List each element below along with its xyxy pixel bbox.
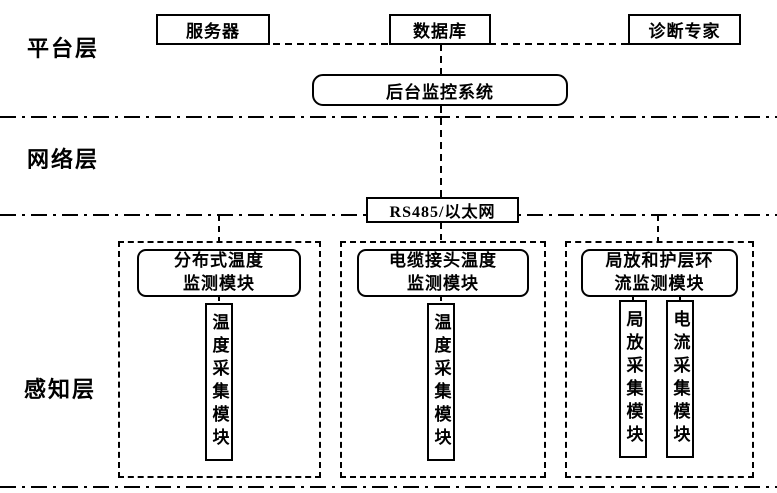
diagnosis-expert-node: 诊断专家 [628,14,741,45]
platform-layer-label: 平台层 [27,36,100,61]
collector-temperature-module-2: 温度采集模块 [427,303,455,461]
server-node: 服务器 [156,14,270,45]
module-title-pd-sheath-current: 局放和护层环 流监测模块 [581,249,738,297]
module-group-pd-sheath-current: 局放和护层环 流监测模块 局放采集模块 电流采集模块 [565,241,754,478]
module-group-cable-joint-temperature: 电缆接头温度 监测模块 温度采集模块 [340,241,546,478]
module-title-distributed-temperature: 分布式温度 监测模块 [137,249,301,297]
collector-current-module: 电流采集模块 [666,300,694,458]
collector-temperature-module-1: 温度采集模块 [205,303,233,461]
module-title-cable-joint-temperature: 电缆接头温度 监测模块 [357,249,529,297]
network-layer-label: 网络层 [27,147,100,172]
module-group-distributed-temperature: 分布式温度 监测模块 温度采集模块 [118,241,321,478]
backend-monitoring-system-node: 后台监控系统 [312,74,568,106]
rs485-ethernet-bus-node: RS485/以太网 [366,197,519,223]
perception-layer-label: 感知层 [24,377,97,402]
collector-partial-discharge-module: 局放采集模块 [619,300,647,458]
database-node: 数据库 [389,14,491,45]
